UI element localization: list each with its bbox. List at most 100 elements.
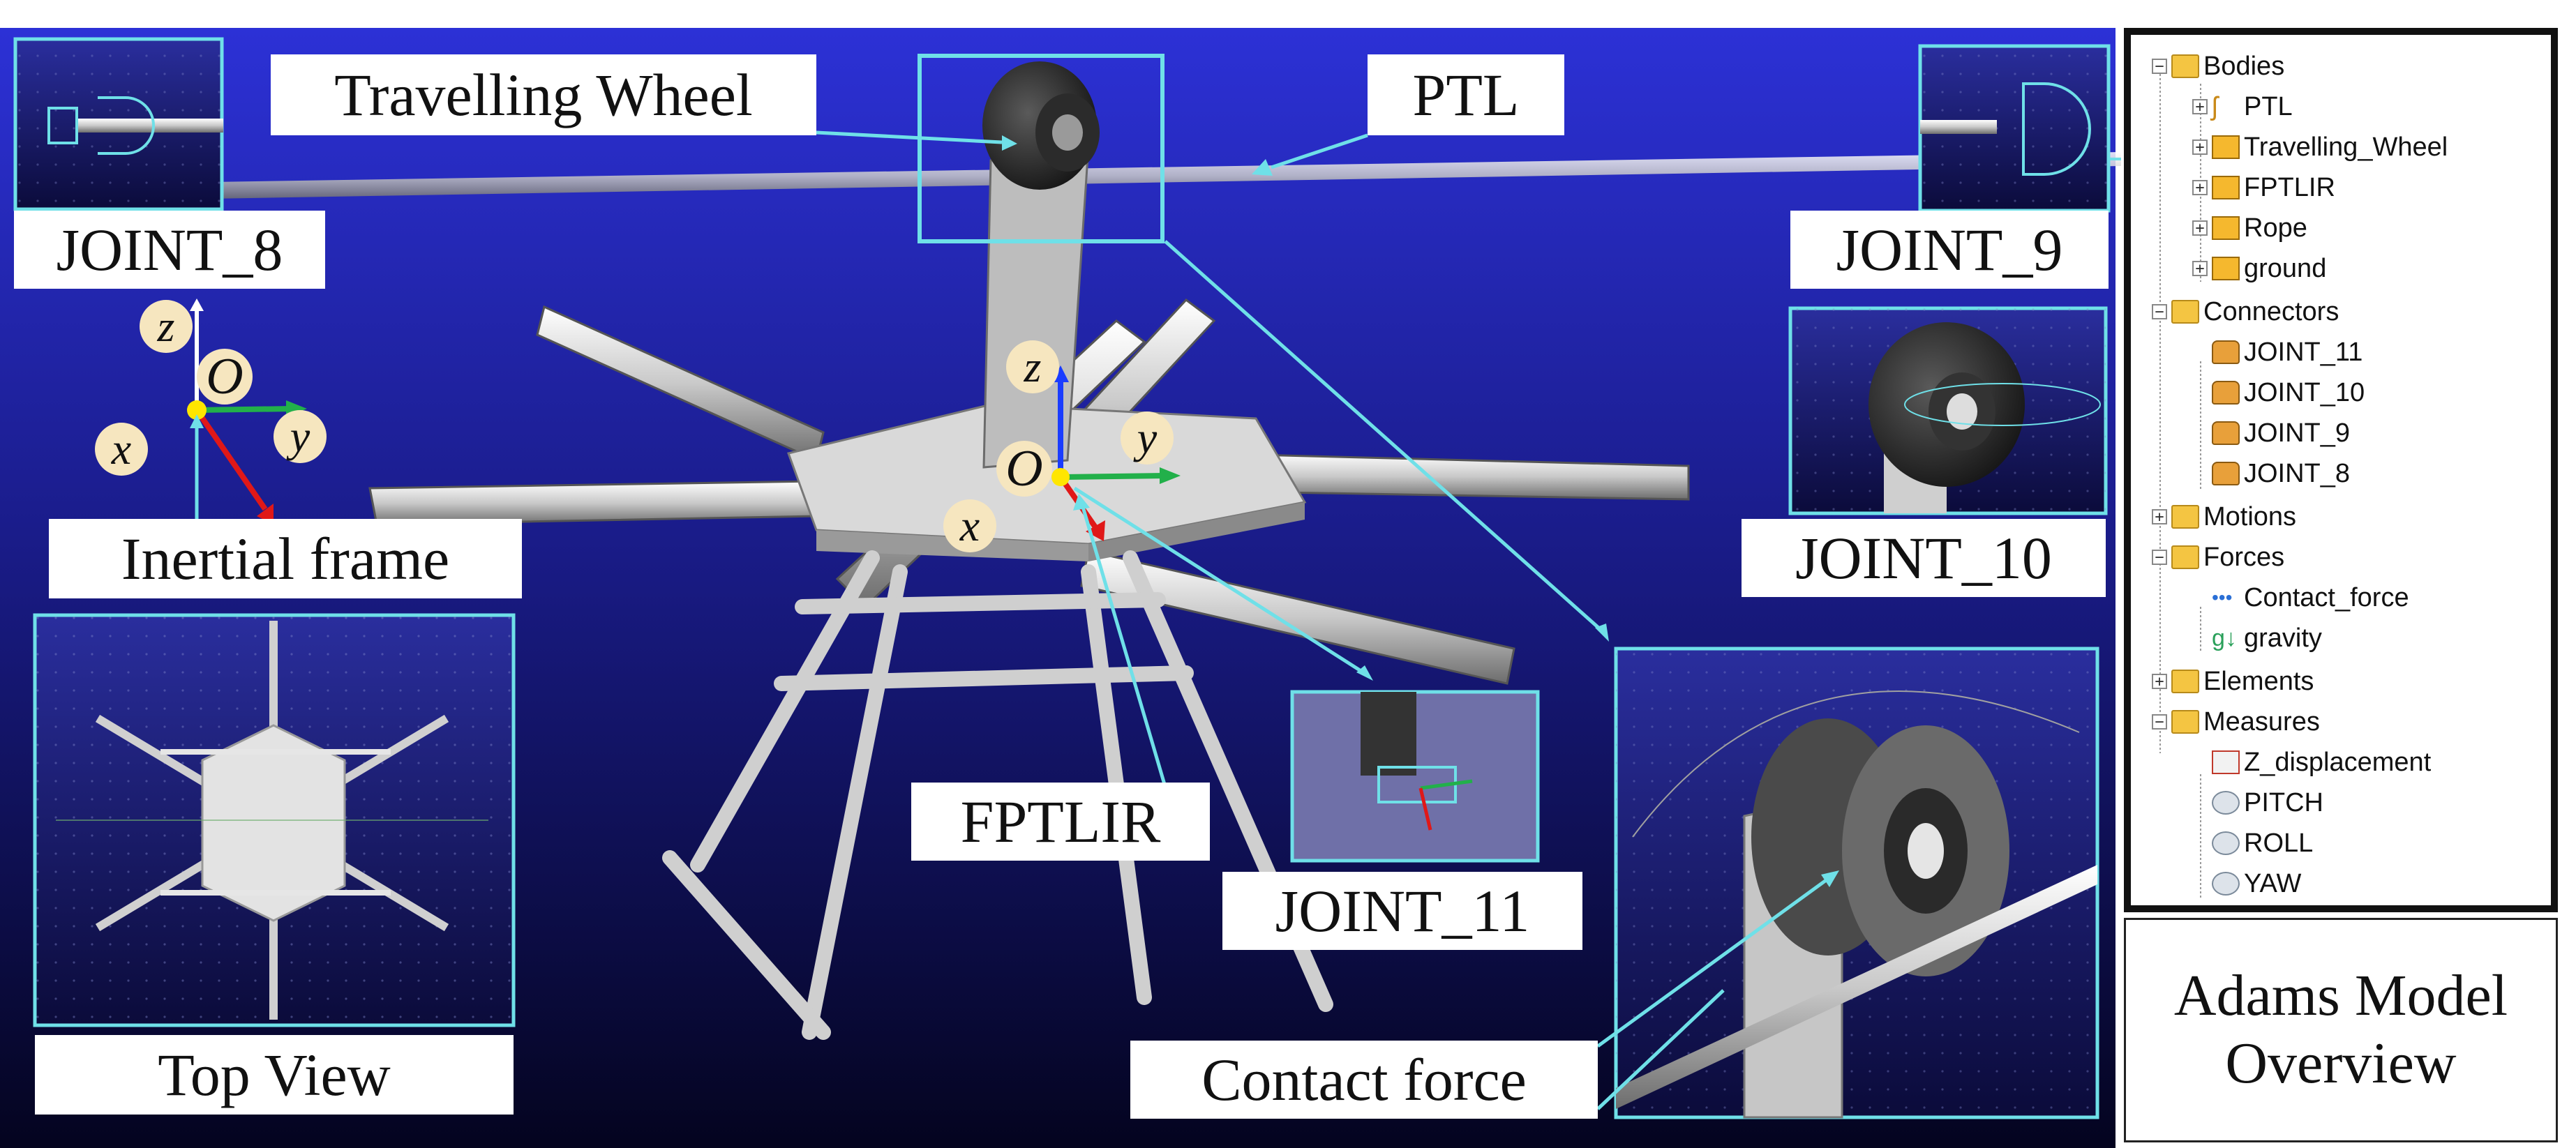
joint-10-label: JOINT_10	[1742, 519, 2106, 597]
tree-label: gravity	[2244, 623, 2322, 653]
expand-icon[interactable]: +	[2152, 674, 2167, 690]
callout-leaders	[190, 130, 1839, 1110]
tree-item-contact-force[interactable]: ••• Contact_force	[2212, 579, 2409, 617]
tree-label: JOINT_10	[2244, 377, 2365, 407]
tree-item-ground[interactable]: + ground	[2192, 250, 2326, 287]
tree-label: Rope	[2244, 213, 2307, 243]
tree-label: PITCH	[2244, 787, 2323, 817]
tree-connector-lines	[2159, 66, 2201, 900]
measure-icon	[2212, 831, 2240, 855]
folder-icon	[2171, 505, 2199, 529]
tree-item-joint-11[interactable]: JOINT_11	[2212, 333, 2362, 371]
tree-label: JOINT_9	[2244, 418, 2351, 448]
overview-line-1: Adams Model	[2173, 963, 2508, 1029]
body-y-label: y	[1121, 411, 1174, 465]
joint-lock-icon	[2212, 381, 2240, 405]
measure-icon	[2212, 791, 2240, 815]
tree-label: Connectors	[2203, 296, 2339, 326]
anchor-icon	[2212, 257, 2240, 280]
tree-label: ROLL	[2244, 828, 2314, 858]
travelling-wheel-label: Travelling Wheel	[271, 54, 816, 135]
fptlir-legs	[662, 550, 1333, 1040]
expand-icon[interactable]: +	[2192, 180, 2208, 196]
joint-10-inset	[1788, 306, 2108, 515]
joint-lock-icon	[2212, 340, 2240, 364]
body-z-label: z	[1006, 340, 1059, 393]
folder-icon	[2171, 670, 2199, 693]
expand-icon[interactable]: +	[2192, 220, 2208, 236]
tree-label: Contact_force	[2244, 582, 2409, 612]
model-tree-panel: − Bodies + ʃ PTL + Travelling_Wheel + FP…	[2124, 28, 2558, 912]
tree-label: ground	[2244, 253, 2327, 283]
tree-item-pitch[interactable]: PITCH	[2212, 784, 2323, 822]
tree-label: JOINT_8	[2244, 458, 2351, 488]
collapse-icon[interactable]: −	[2152, 714, 2167, 730]
tree-label: Travelling_Wheel	[2244, 132, 2448, 162]
wheel-callout-frame	[918, 54, 1165, 243]
tree-item-motions[interactable]: + Motions	[2152, 498, 2296, 536]
joint-9-inset	[1918, 44, 2111, 213]
tree-item-gravity[interactable]: g↓ gravity	[2212, 619, 2322, 657]
contact-icon: •••	[2212, 587, 2233, 608]
tree-item-yaw[interactable]: YAW	[2212, 865, 2301, 902]
tree-item-joint-10[interactable]: JOINT_10	[2212, 374, 2365, 411]
joint-lock-icon	[2212, 462, 2240, 485]
tree-label: Bodies	[2203, 51, 2285, 81]
top-view-inset	[33, 613, 516, 1027]
tree-label: Forces	[2203, 542, 2285, 572]
expand-icon[interactable]: +	[2192, 139, 2208, 156]
tree-label: Motions	[2203, 501, 2297, 531]
tree-item-fptlir[interactable]: + FPTLIR	[2192, 169, 2335, 206]
tree-item-joint-8[interactable]: JOINT_8	[2212, 455, 2350, 492]
inertial-origin-label: O	[197, 348, 253, 405]
tree-label: JOINT_11	[2244, 337, 2363, 367]
folder-icon	[2171, 300, 2199, 324]
inertial-x-label: x	[95, 423, 148, 476]
tree-item-z-displacement[interactable]: Z_displacement	[2212, 743, 2431, 781]
tree-item-roll[interactable]: ROLL	[2212, 824, 2313, 862]
rigid-body-icon	[2212, 135, 2240, 159]
rigid-body-icon	[2212, 176, 2240, 199]
folder-icon	[2171, 710, 2199, 734]
tree-item-forces[interactable]: − Forces	[2152, 538, 2284, 576]
contact-force-label: Contact force	[1130, 1041, 1598, 1119]
tree-item-travelling-wheel[interactable]: + Travelling_Wheel	[2192, 128, 2448, 166]
joint-9-label: JOINT_9	[1790, 211, 2109, 289]
tree-item-elements[interactable]: + Elements	[2152, 663, 2314, 700]
folder-icon	[2171, 54, 2199, 78]
tree-item-bodies[interactable]: − Bodies	[2152, 47, 2284, 85]
joint-11-label: JOINT_11	[1222, 872, 1582, 950]
measure-icon	[2212, 872, 2240, 896]
ptl-label: PTL	[1368, 54, 1564, 135]
tree-item-connectors[interactable]: − Connectors	[2152, 293, 2339, 331]
top-view-label: Top View	[35, 1035, 514, 1115]
tree-label: FPTLIR	[2244, 172, 2335, 202]
tree-label: Elements	[2203, 666, 2314, 696]
tree-item-measures[interactable]: − Measures	[2152, 703, 2320, 741]
inertial-frame-axes	[187, 299, 307, 524]
joint-8-label: JOINT_8	[14, 211, 325, 289]
tree-label: Z_displacement	[2244, 747, 2432, 777]
tree-label: Measures	[2203, 707, 2320, 737]
inertial-y-label: y	[274, 410, 327, 463]
tree-item-rope[interactable]: + Rope	[2192, 209, 2307, 247]
body-x-label: x	[943, 499, 996, 552]
flexible-body-icon: ʃ	[2212, 92, 2218, 121]
adams-model-overview-label: Adams Model Overview	[2124, 918, 2558, 1142]
tree-item-joint-9[interactable]: JOINT_9	[2212, 414, 2350, 452]
body-origin-label: O	[996, 440, 1052, 497]
collapse-icon[interactable]: −	[2152, 59, 2167, 75]
joint-lock-icon	[2212, 421, 2240, 445]
collapse-icon[interactable]: −	[2152, 304, 2167, 320]
collapse-icon[interactable]: −	[2152, 550, 2167, 566]
expand-icon[interactable]: +	[2192, 261, 2208, 277]
overview-line-2: Overview	[2225, 1031, 2457, 1096]
expand-icon[interactable]: +	[2192, 99, 2208, 115]
travelling-wheel	[982, 61, 1100, 190]
folder-icon	[2171, 545, 2199, 569]
tree-item-ptl[interactable]: + ʃ PTL	[2192, 88, 2293, 126]
tree-label: YAW	[2244, 868, 2302, 898]
expand-icon[interactable]: +	[2152, 509, 2167, 525]
ptl-line	[167, 152, 2121, 199]
gravity-icon: g↓	[2212, 625, 2237, 651]
